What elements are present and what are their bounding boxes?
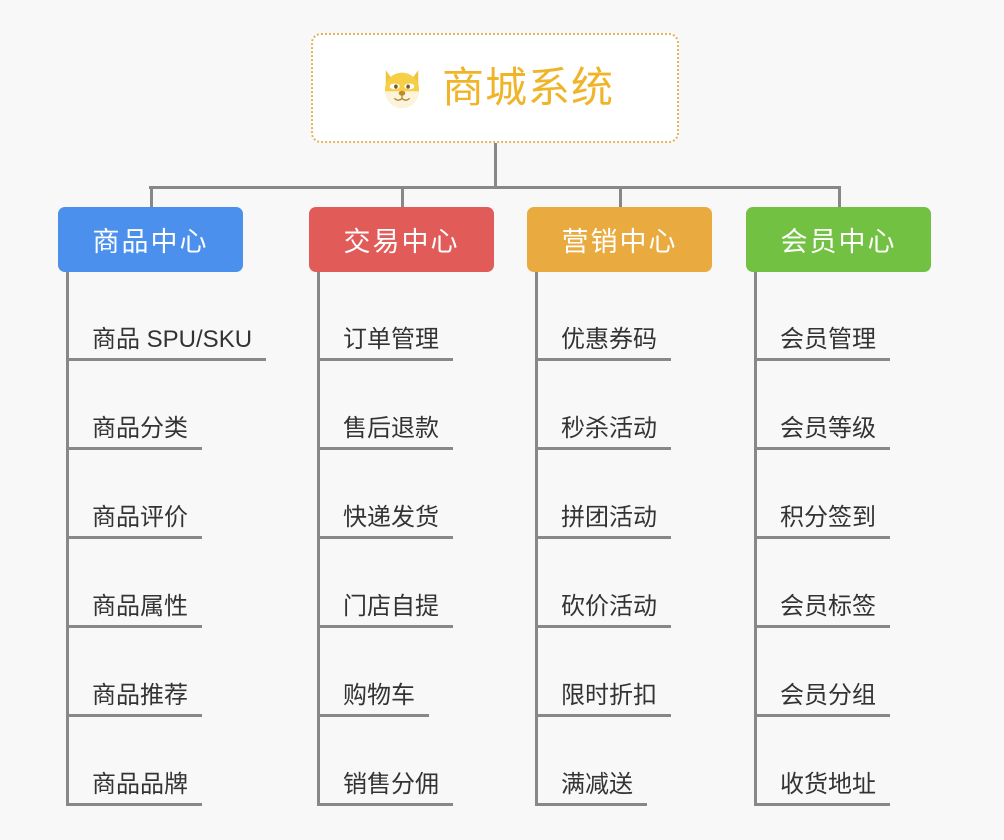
leaf-column-1: 商品 SPU/SKU 商品分类商品评价商品属性商品推荐商品品牌: [66, 272, 311, 806]
leaf-item-label: 积分签到: [780, 504, 876, 531]
leaf-item-label: 商品评价: [92, 504, 188, 531]
leaf-item-label: 会员标签: [780, 593, 876, 620]
leaf-item-label: 满减送: [561, 771, 633, 798]
leaf-item-label: 拼团活动: [561, 504, 657, 531]
leaf-item[interactable]: 售后退款: [317, 361, 453, 450]
category-box-2[interactable]: 交易中心: [309, 207, 494, 272]
leaf-item-label: 门店自提: [343, 593, 439, 620]
leaf-item[interactable]: 积分签到: [754, 450, 890, 539]
connector-spine-1: [66, 272, 69, 806]
leaf-item[interactable]: 满减送: [535, 717, 647, 806]
leaf-item[interactable]: 会员分组: [754, 628, 890, 717]
leaf-item-label: 会员等级: [780, 415, 876, 442]
leaf-item-label: 收货地址: [780, 771, 876, 798]
connector-horizontal-bus: [149, 186, 841, 189]
leaf-item[interactable]: 门店自提: [317, 539, 453, 628]
leaf-item[interactable]: 秒杀活动: [535, 361, 671, 450]
leaf-item[interactable]: 商品推荐: [66, 628, 202, 717]
leaf-item-label: 砍价活动: [561, 593, 657, 620]
leaf-item-label: 商品推荐: [92, 682, 188, 709]
leaf-item[interactable]: 订单管理: [317, 272, 453, 361]
leaf-item[interactable]: 商品分类: [66, 361, 202, 450]
category-label: 会员中心: [780, 227, 897, 257]
leaf-item[interactable]: 快递发货: [317, 450, 453, 539]
leaf-item[interactable]: 商品评价: [66, 450, 202, 539]
leaf-item[interactable]: 会员等级: [754, 361, 890, 450]
leaf-item[interactable]: 收货地址: [754, 717, 890, 806]
connector-spine-3: [535, 272, 538, 806]
connector-root-trunk: [494, 143, 497, 189]
leaf-item[interactable]: 商品 SPU/SKU: [66, 272, 267, 361]
leaf-item-label: 售后退款: [343, 415, 439, 442]
dog-face-icon: [384, 70, 420, 109]
leaf-column-2: 订单管理售后退款快递发货门店自提购物车销售分佣: [317, 272, 562, 806]
category-box-3[interactable]: 营销中心: [527, 207, 712, 272]
leaf-item[interactable]: 销售分佣: [317, 717, 453, 806]
root-title: 商城系统: [441, 64, 614, 111]
leaf-item-label: 会员管理: [780, 326, 876, 353]
category-label: 交易中心: [343, 227, 460, 257]
leaf-item[interactable]: 商品品牌: [66, 717, 202, 806]
connector-spine-4: [754, 272, 757, 806]
leaf-column-4: 会员管理会员等级积分签到会员标签会员分组收货地址: [754, 272, 999, 806]
leaf-item[interactable]: 会员管理: [754, 272, 890, 361]
category-box-4[interactable]: 会员中心: [746, 207, 931, 272]
connector-drop-1: [149, 186, 153, 210]
leaf-item-label: 商品 SPU/SKU: [92, 326, 253, 353]
leaf-item[interactable]: 优惠券码: [535, 272, 671, 361]
category-label: 商品中心: [92, 227, 209, 257]
leaf-item-label: 商品品牌: [92, 771, 188, 798]
leaf-item[interactable]: 限时折扣: [535, 628, 671, 717]
leaf-column-3: 优惠券码秒杀活动拼团活动砍价活动限时折扣满减送: [535, 272, 780, 806]
connector-drop-2: [400, 186, 404, 210]
category-box-1[interactable]: 商品中心: [58, 207, 243, 272]
leaf-item[interactable]: 商品属性: [66, 539, 202, 628]
leaf-item[interactable]: 购物车: [317, 628, 429, 717]
leaf-item-label: 销售分佣: [343, 771, 439, 798]
root-node[interactable]: 商城系统: [311, 33, 679, 143]
leaf-item[interactable]: 拼团活动: [535, 450, 671, 539]
leaf-item[interactable]: 会员标签: [754, 539, 890, 628]
leaf-item-label: 优惠券码: [561, 326, 657, 353]
leaf-item-label: 订单管理: [343, 326, 439, 353]
leaf-item-label: 快递发货: [343, 504, 439, 531]
connector-drop-4: [837, 186, 841, 210]
leaf-item-label: 商品分类: [92, 415, 188, 442]
leaf-item-label: 会员分组: [780, 682, 876, 709]
connector-spine-2: [317, 272, 320, 806]
leaf-item-label: 秒杀活动: [561, 415, 657, 442]
category-label: 营销中心: [561, 227, 678, 257]
leaf-item-label: 限时折扣: [561, 682, 657, 709]
connector-drop-3: [618, 186, 622, 210]
leaf-item[interactable]: 砍价活动: [535, 539, 671, 628]
leaf-item-label: 商品属性: [92, 593, 188, 620]
leaf-item-label: 购物车: [343, 682, 415, 709]
